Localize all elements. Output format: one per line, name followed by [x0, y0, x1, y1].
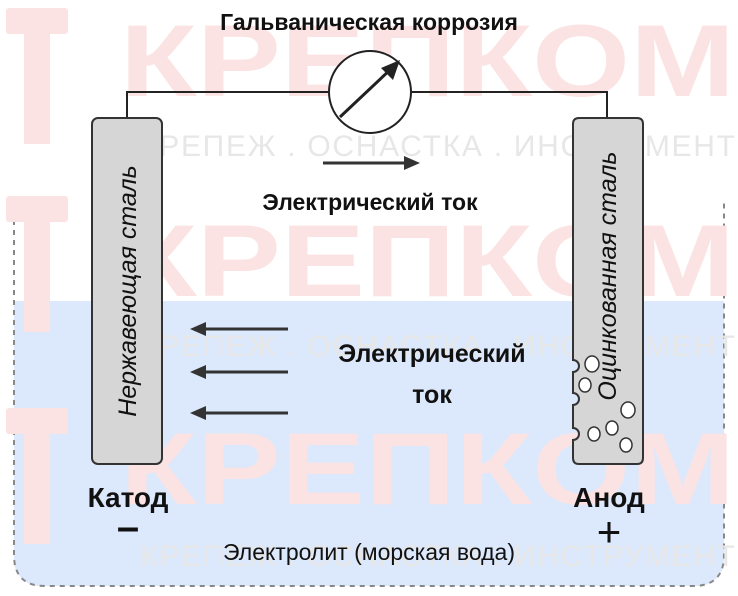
diagram-title: Гальваническая коррозия — [220, 9, 518, 35]
watermark-brand-1: КРЕПКОМ — [120, 4, 735, 118]
anode-electrode — [572, 117, 644, 465]
current-label-wire: Электрический ток — [262, 189, 478, 215]
cathode-electrode — [91, 117, 163, 465]
current-label-electrolyte-line1: Электрический — [338, 340, 525, 368]
electrolyte-label: Электролит (морская вода) — [223, 539, 515, 565]
watermark-tagline-1: КРЕПЕЖ . ОСНАСТКА . ИНСТРУМЕНТ — [140, 130, 735, 163]
cathode-label: Катод — [88, 482, 169, 513]
watermark-tagline-3: КРЕПЕЖ . ОСНАСТКА . ИНСТРУМЕНТ — [140, 540, 735, 573]
current-arrows-electrolyte — [190, 322, 288, 420]
current-arrow-1 — [190, 322, 288, 336]
current-arrow-2 — [190, 365, 288, 379]
current-label-electrolyte-line2: ток — [412, 381, 452, 409]
galvanometer-icon — [328, 50, 412, 134]
cathode-material-label: Нержавеющая сталь — [114, 165, 142, 417]
wire-left — [126, 91, 328, 120]
current-arrow-3 — [190, 406, 288, 420]
wire-right — [412, 91, 608, 120]
cathode-sign: – — [117, 505, 139, 549]
anode-sign: + — [597, 508, 622, 555]
vessel-outline — [13, 200, 725, 587]
anode-material-label: Оцинкованная сталь — [594, 151, 622, 400]
anode-label: Анод — [573, 482, 645, 513]
current-arrow-wire — [323, 156, 420, 170]
corrosion-pits — [578, 355, 636, 453]
watermark-logo-icon — [6, 8, 68, 544]
